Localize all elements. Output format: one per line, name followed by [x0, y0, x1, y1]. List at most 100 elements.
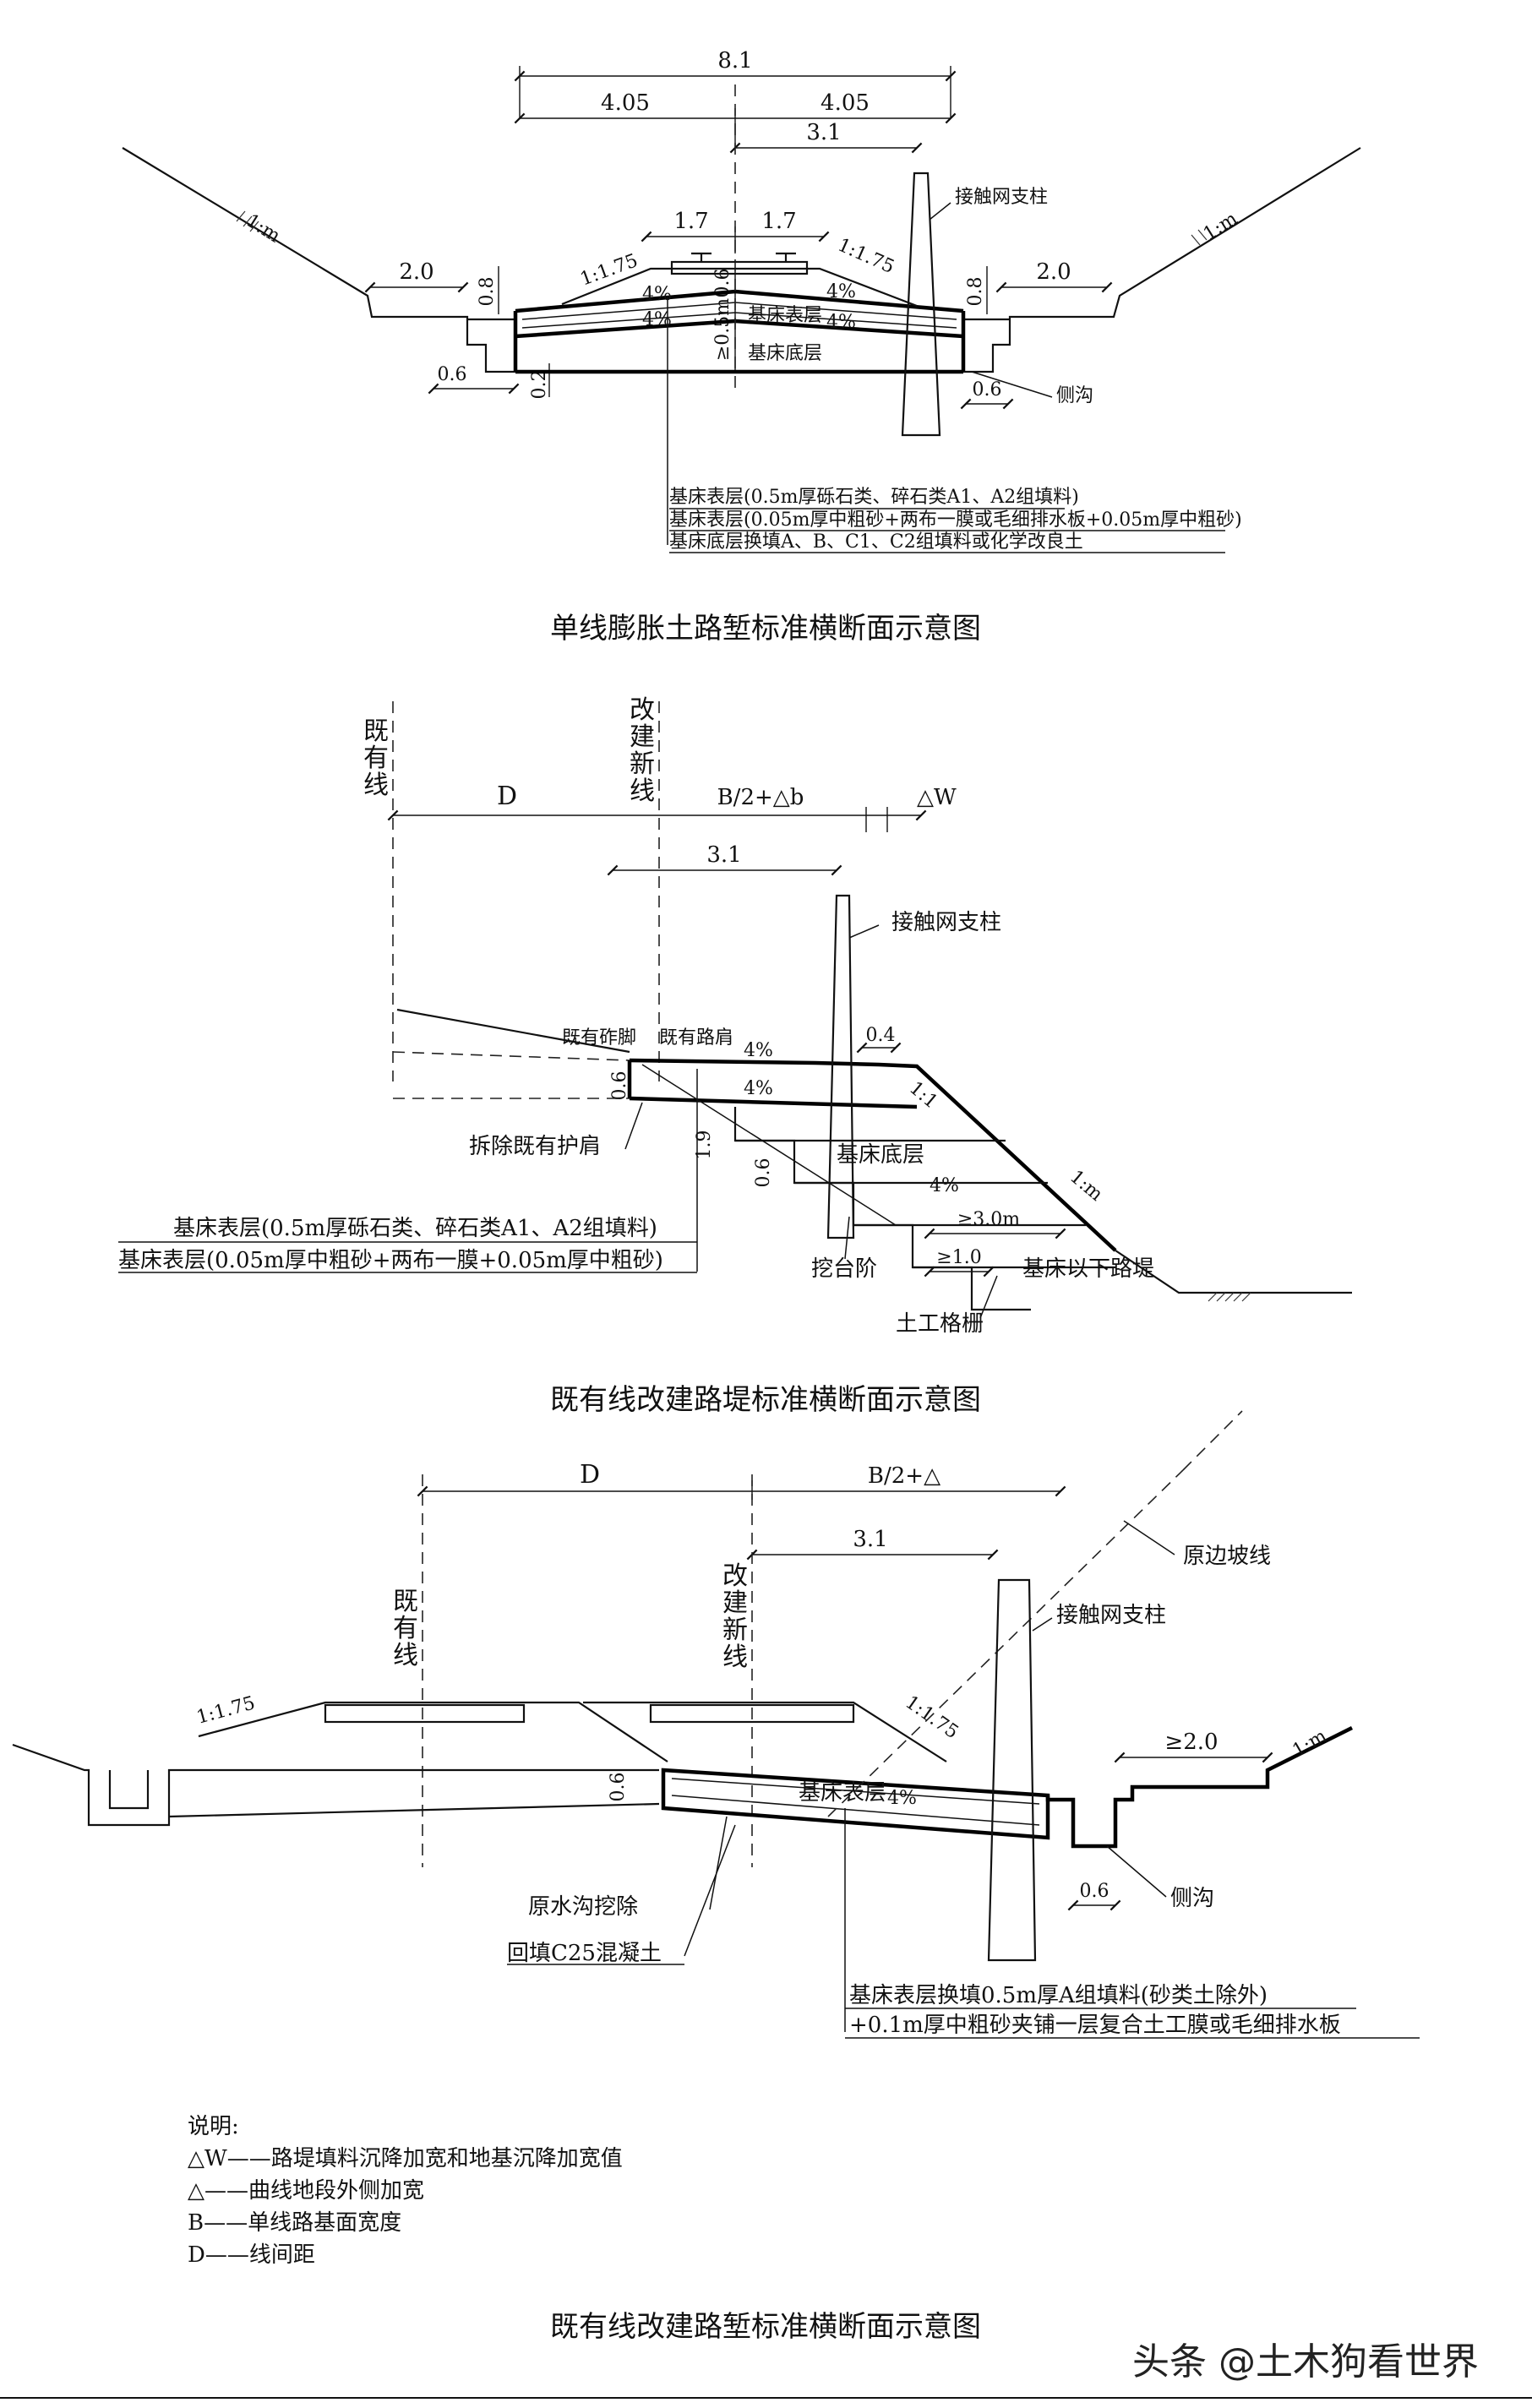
fig2-new-line-4: 线 [630, 776, 655, 806]
fig3-new-line-1: 改 [722, 1561, 748, 1591]
fig1-note-1: 基床表层(0.5m厚砾石类、碎石类A1、A2组填料) [669, 487, 1079, 508]
fig3-slope-right: 1:1.75 [902, 1692, 962, 1743]
fig1-ditch-leader [971, 371, 1053, 398]
fig1-dim-half-left: 4.05 [601, 90, 650, 116]
fig1-dimensions: 8.1 4.05 4.05 3.1 1.7 1.7 2.0 2.0 0.8 0.… [364, 48, 1113, 410]
fig1-subgrade: 1:1.75 1:1.75 4% 4% 4% 4% 基床表层 基床底层 [513, 84, 966, 389]
fig1-pct-1: 4% [642, 284, 672, 305]
fig3-new-line-2: 建 [722, 1588, 748, 1618]
fig3-dim-B: B/2+△ [868, 1463, 940, 1489]
fig3-dim-06: 0.6 [608, 1773, 629, 1802]
legend-heading: 说明: [188, 2114, 239, 2139]
legend-item: D——线间距 [188, 2242, 315, 2268]
fig2-new-line-2: 建 [630, 722, 655, 752]
fig1-ground-profile: 1:m 1:m [122, 147, 1361, 373]
fig2-pct-3: 4% [930, 1175, 959, 1196]
fig1-pole-label: 接触网支柱 [955, 187, 1048, 208]
fig1-hatch-right [1191, 229, 1208, 246]
fig2-existing-line-2: 有 [363, 744, 389, 773]
figure-2-embankment-section: 既 有 线 改 建 新 线 D B/2+△b △W 3.1 0.4 0.6 1.… [118, 695, 1352, 1417]
fig2-labels: 既有砟脚 既有路肩 拆除既有护肩 挖台阶 土工格栅 基床表层(0.5m厚砾石类、… [118, 1027, 998, 1337]
fig3-orig-slope: 原边坡线 [1183, 1544, 1271, 1569]
fig2-existing-line-3: 线 [363, 771, 389, 800]
fig1-dim-pole: 3.1 [806, 120, 841, 145]
fig3-dim-D: D [580, 1460, 600, 1490]
fig1-dim-17-right: 1.7 [761, 209, 796, 234]
fig3-remove-ditch: 原水沟挖除 [528, 1894, 638, 1920]
fig1-note-3: 基床底层换填A、B、C1、C2组填料或化学改良土 [669, 531, 1083, 553]
fig2-dim-pole: 3.1 [706, 842, 741, 868]
fig2-note-2: 基床表层(0.05m厚中粗砂+两布一膜+0.05m厚中粗砂) [118, 1248, 663, 1273]
fig3-existing-line-2: 有 [393, 1614, 418, 1643]
fig3-existing-line-3: 线 [393, 1641, 418, 1670]
fig3-dim-06b: 0.6 [1080, 1881, 1109, 1902]
fig3-backfill: 回填C25混凝土 [507, 1941, 662, 1966]
fig2-dim-30: ≥3.0m [957, 1209, 1020, 1230]
legend-item: △W——路堤填料沉降加宽和地基沉降加宽值 [188, 2146, 623, 2171]
fig2-dim-06: 0.6 [609, 1071, 630, 1101]
fig1-hatch-left [236, 210, 259, 232]
fig2-dimensions: D B/2+△b △W 3.1 0.4 0.6 1.9 0.6 ≥3.0m ≥1… [387, 782, 1066, 1278]
fig2-geogrid-label: 土工格栅 [896, 1311, 984, 1337]
fig2-remove-label: 拆除既有护肩 [469, 1134, 601, 1159]
fig2-road-shoulder: 既有路肩 [659, 1027, 733, 1049]
fig1-dim-02: 0.2 [529, 370, 550, 400]
fig3-dim-20: ≥2.0 [1164, 1730, 1218, 1755]
fig1-dim-depth: ≥0.5m [712, 298, 733, 361]
legend-item: △——曲线地段外侧加宽 [188, 2178, 424, 2204]
fig1-pct-2: 4% [826, 281, 856, 302]
fig1-dim-17-left: 1.7 [673, 209, 708, 234]
fig3-section: 4% 基床表层 1:1.75 1:1.75 1:m [12, 1410, 1354, 1849]
fig3-ditch-label: 侧沟 [1170, 1886, 1214, 1911]
fig3-catenary-pole: 接触网支柱 [987, 1578, 1166, 1962]
fig2-catenary-pole: 接触网支柱 [826, 894, 1001, 1239]
fig3-title: 既有线改建路堑标准横断面示意图 [550, 2310, 981, 2344]
fig2-new-line-3: 新 [630, 749, 655, 779]
fig2-dim-W: △W [917, 785, 957, 810]
fig1-pct-4: 4% [826, 312, 856, 333]
fig1-layer-top: 基床表层 [748, 305, 822, 326]
fig2-pole-label: 接触网支柱 [891, 910, 1001, 935]
fig1-dim-total: 8.1 [717, 48, 752, 74]
fig3-dimensions: D B/2+△ 3.1 ≥2.0 0.6 0.6 [417, 1460, 1273, 1911]
fig3-labels: 原边坡线 侧沟 原水沟挖除 回填C25混凝土 基床表层换填0.5m厚A组填料(砂… [507, 1520, 1420, 2039]
fig3-dim-pole: 3.1 [853, 1527, 887, 1552]
fig2-layer-bottom: 基床底层 [837, 1142, 924, 1168]
fig2-existing-line-1: 既 [363, 716, 389, 746]
fig3-existing-line-1: 既 [393, 1587, 418, 1616]
watermark: 头条 @土木狗看世界 [1132, 2340, 1479, 2383]
fig2-note-1: 基床表层(0.5m厚砾石类、碎石类A1、A2组填料) [173, 1216, 657, 1241]
legend-item: B——单线路基面宽度 [188, 2210, 401, 2236]
fig1-dim-08-left: 0.8 [477, 277, 498, 307]
fig2-dim-04: 0.4 [866, 1025, 896, 1046]
figure-1-cutting-section: 8.1 4.05 4.05 3.1 1.7 1.7 2.0 2.0 0.8 0.… [122, 48, 1361, 646]
fig1-catenary-pole: 接触网支柱 [901, 172, 1048, 437]
fig2-ballast-toe: 既有砟脚 [562, 1027, 636, 1049]
fig3-new-line-4: 线 [722, 1643, 748, 1672]
fig3-line-labels: 既 有 线 改 建 新 线 [393, 1474, 753, 1867]
fig1-pct-3: 4% [642, 309, 672, 330]
fig2-line-labels: 既 有 线 改 建 新 线 [363, 695, 660, 1081]
fig3-new-line-3: 新 [722, 1615, 748, 1645]
fig1-layer-bottom: 基床底层 [748, 343, 822, 364]
fig2-title: 既有线改建路堤标准横断面示意图 [550, 1383, 981, 1417]
fig2-dim-06b: 0.6 [753, 1158, 774, 1188]
fig2-slope-1m: 1:m [1066, 1166, 1107, 1205]
fig2-dim-B: B/2+△b [717, 785, 804, 810]
fig3-layer-top: 基床表层 [799, 1780, 886, 1806]
fig2-dim-D: D [497, 782, 517, 811]
figure-3-rebuild-cutting-section: D B/2+△ 3.1 ≥2.0 0.6 0.6 既 有 线 改 建 新 线 [12, 1410, 1420, 2344]
fig1-dim-06-left: 0.6 [438, 364, 467, 385]
fig1-dim-20-left: 2.0 [399, 259, 433, 285]
fig2-ground-hatch [1208, 1292, 1251, 1302]
fig2-pct-1: 4% [744, 1040, 773, 1061]
legend: 说明: △W——路堤填料沉降加宽和地基沉降加宽值 △——曲线地段外侧加宽 B——… [188, 2114, 623, 2268]
fig3-pct-1: 4% [887, 1788, 917, 1809]
fig3-note-1: 基床表层换填0.5m厚A组填料(砂类土除外) [849, 1983, 1268, 2008]
fig1-ditch-label: 侧沟 [1056, 385, 1093, 406]
fig2-new-line-1: 改 [630, 695, 655, 725]
fig1-title: 单线膨胀土路堑标准横断面示意图 [550, 612, 981, 646]
fig1-notes: 基床表层(0.5m厚砾石类、碎石类A1、A2组填料) 基床表层(0.05m厚中粗… [667, 296, 1242, 553]
